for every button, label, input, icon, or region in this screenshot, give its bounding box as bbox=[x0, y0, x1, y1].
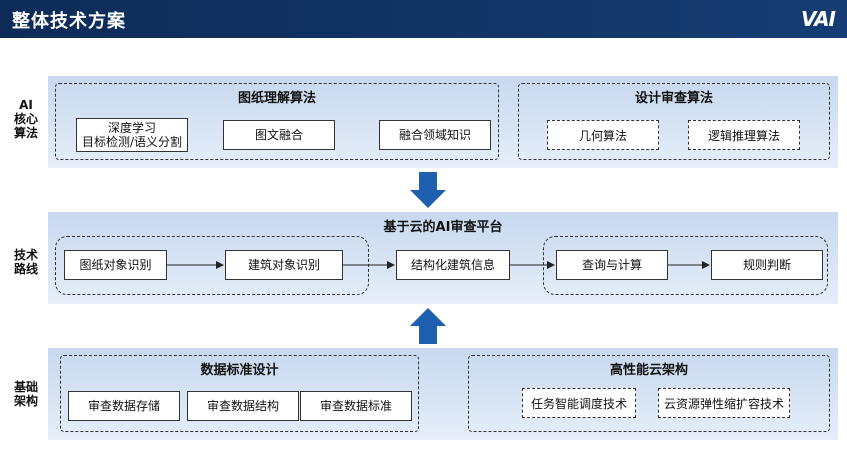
row-label-tech-route-text: 技术 路线 bbox=[13, 248, 38, 276]
design-review-group bbox=[518, 83, 830, 160]
platform-title: 基于云的AI审查平台 bbox=[383, 220, 503, 235]
design-review-title: 设计审查算法 bbox=[634, 91, 713, 106]
infra-box-elastic-scaling: 云资源弹性缩扩容技术 bbox=[658, 388, 790, 418]
ai-box-deep-learning: 深度学习 目标检测/语义分割 bbox=[76, 118, 188, 152]
down-arrow-icon bbox=[410, 172, 446, 208]
header-bar: 整体技术方案 VAI bbox=[0, 0, 847, 38]
cloud-arch-group bbox=[468, 355, 830, 432]
row-label-ai-core: AI 核心 算法 bbox=[6, 98, 46, 140]
step-drawing-object: 图纸对象识别 bbox=[64, 250, 167, 280]
cloud-arch-title: 高性能云架构 bbox=[609, 363, 688, 378]
data-standard-group bbox=[60, 355, 419, 432]
row-label-tech-route: 技术 路线 bbox=[6, 248, 46, 276]
infra-box-structure: 审查数据结构 bbox=[187, 391, 299, 421]
data-standard-title: 数据标准设计 bbox=[200, 363, 279, 378]
step-query-compute: 查询与计算 bbox=[556, 250, 668, 280]
step-rule-judgement: 规则判断 bbox=[711, 250, 823, 280]
ai-box-logic-reasoning: 逻辑推理算法 bbox=[688, 120, 800, 150]
ai-box-domain-knowledge: 融合领域知识 bbox=[379, 120, 491, 150]
step-structured-info: 结构化建筑信息 bbox=[396, 250, 510, 280]
row-label-infra: 基础 架构 bbox=[6, 380, 46, 408]
page-title: 整体技术方案 bbox=[12, 11, 126, 32]
row-label-infra-text: 基础 架构 bbox=[13, 380, 38, 408]
row-label-ai-core-text: AI 核心 算法 bbox=[13, 98, 38, 140]
infra-box-standard: 审查数据标准 bbox=[300, 391, 412, 421]
brand-logo: VAI bbox=[800, 7, 836, 31]
up-arrow-icon bbox=[410, 308, 446, 344]
ai-box-image-text-fusion: 图文融合 bbox=[223, 120, 335, 150]
infra-box-storage: 审查数据存储 bbox=[68, 391, 180, 421]
drawing-understanding-group bbox=[55, 83, 499, 160]
ai-box-geometry: 几何算法 bbox=[547, 120, 659, 150]
step-building-object: 建筑对象识别 bbox=[225, 250, 343, 280]
infra-box-scheduling: 任务智能调度技术 bbox=[522, 388, 636, 418]
drawing-understanding-title: 图纸理解算法 bbox=[237, 91, 316, 106]
